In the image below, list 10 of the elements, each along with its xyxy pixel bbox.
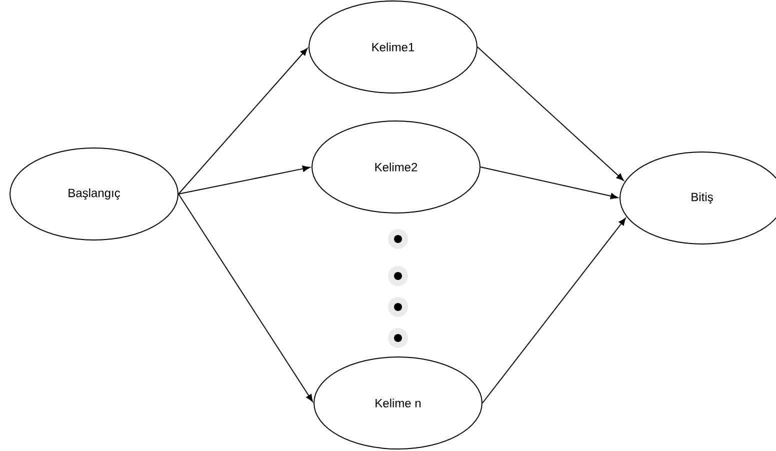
- arrow: [178, 194, 313, 402]
- arrow: [178, 166, 310, 194]
- arrow: [178, 48, 308, 194]
- arrow: [477, 46, 624, 181]
- arrow: [480, 166, 618, 200]
- ellipse-node: Kelime n: [314, 356, 482, 450]
- ellipse-node: Kelime1: [308, 0, 478, 94]
- arrow: [482, 218, 626, 404]
- ellipse-node: Kelime2: [312, 120, 480, 214]
- ellipse-node: Başlangıç: [10, 148, 178, 240]
